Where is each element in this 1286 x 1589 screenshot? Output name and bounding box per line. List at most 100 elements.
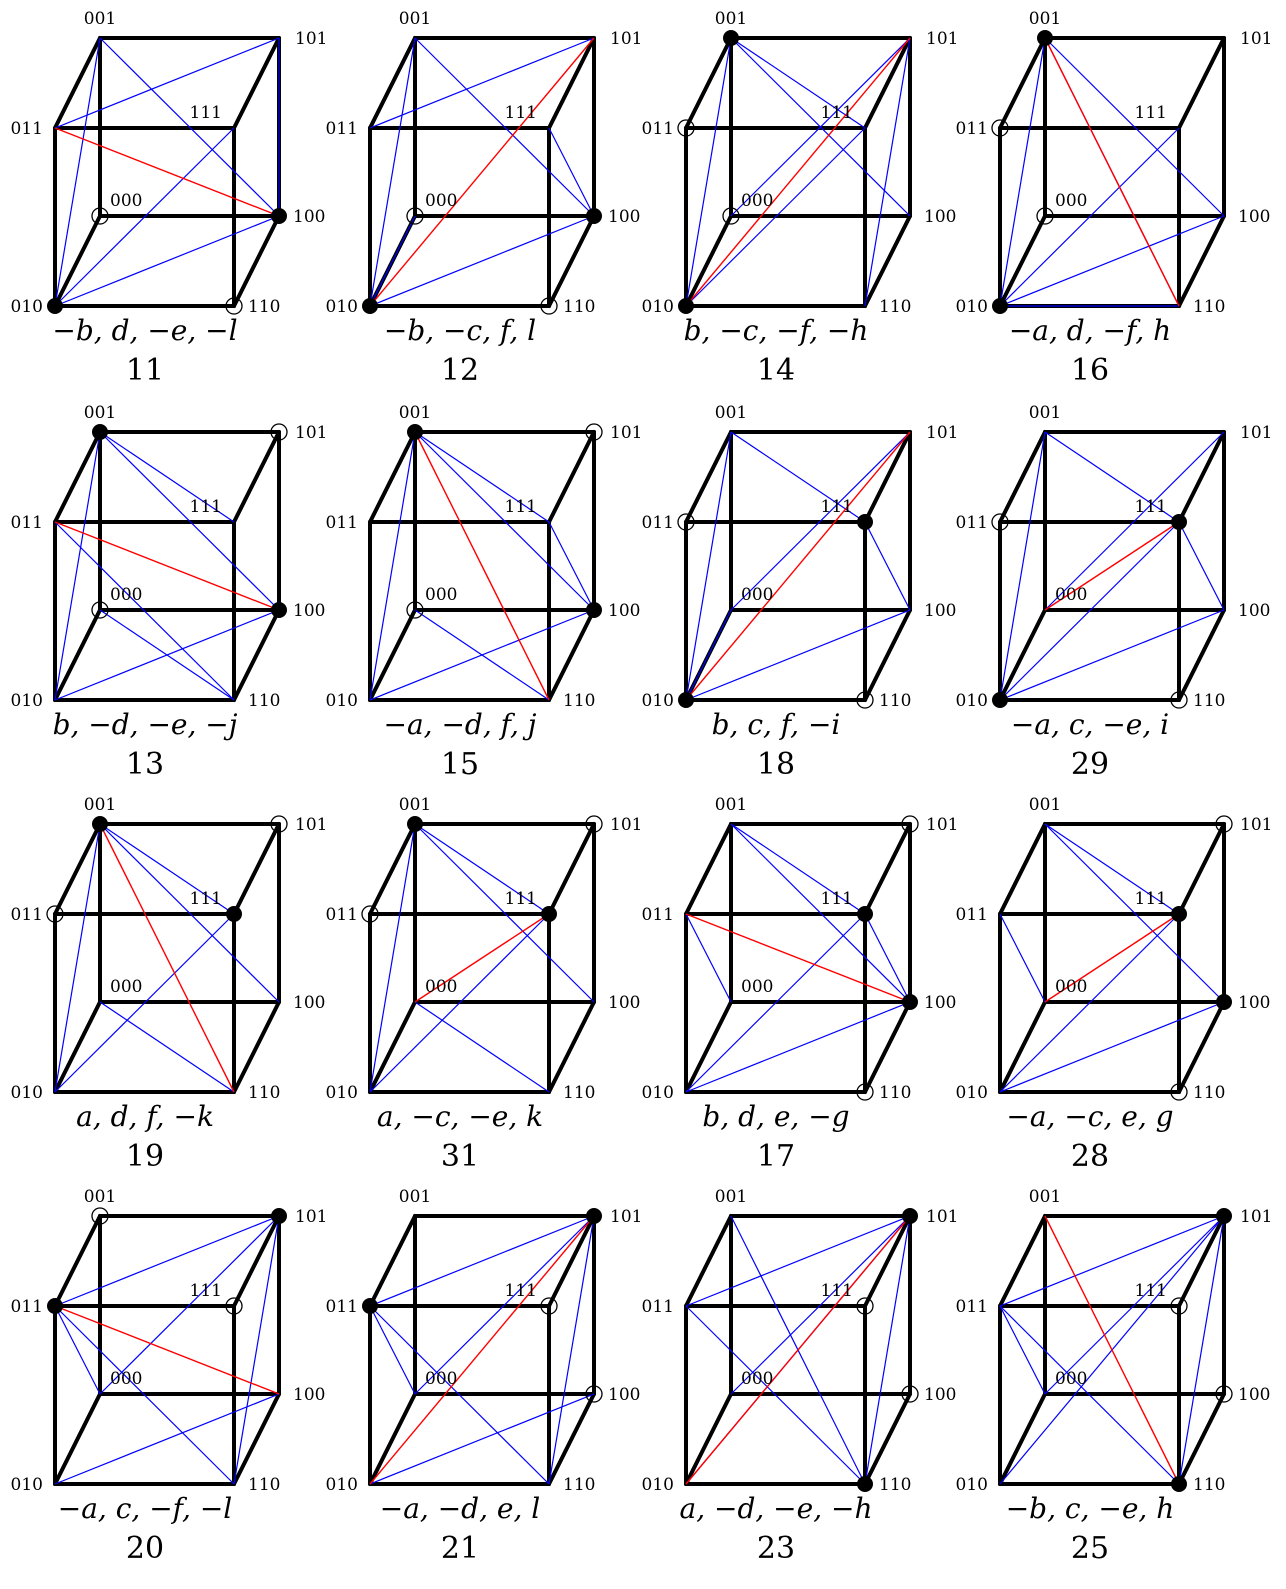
vertex-label: 110: [1193, 1475, 1225, 1495]
vertex-label: 010: [642, 1083, 674, 1103]
vertex-label: 110: [1193, 1083, 1225, 1103]
blue-diagonal: [864, 521, 911, 611]
blue-diagonal: [685, 1215, 911, 1307]
vertex-label: 000: [425, 191, 457, 211]
blue-diagonal: [999, 1215, 1225, 1307]
filled-vertex: [271, 602, 287, 618]
vertex-label: 101: [1240, 423, 1272, 443]
filled-vertex: [92, 424, 108, 440]
blue-diagonal: [99, 823, 235, 915]
panel-formula: a, −c, −e, k: [377, 1100, 543, 1133]
vertex-label: 110: [248, 691, 280, 711]
red-diagonal: [685, 1215, 911, 1485]
vertex-label: 010: [956, 1083, 988, 1103]
panel-number: 16: [1071, 353, 1109, 388]
blue-diagonal: [999, 913, 1180, 1093]
vertex-label: 001: [84, 1187, 116, 1207]
vertex-label: 001: [84, 403, 116, 423]
filled-vertex: [902, 994, 918, 1010]
blue-diagonal: [730, 37, 911, 217]
vertex-label: 011: [326, 905, 358, 925]
cube-edge: [1177, 1000, 1226, 1094]
blue-diagonal: [864, 37, 911, 307]
blue-diagonal: [54, 823, 101, 1093]
vertex-label: 011: [11, 1297, 43, 1317]
vertex-label: 111: [190, 1281, 222, 1301]
cube-edge: [368, 36, 417, 130]
vertex-label: 001: [715, 9, 747, 29]
blue-diagonal: [685, 609, 911, 701]
panel-number: 15: [441, 747, 479, 782]
cube-edge: [863, 1000, 912, 1094]
red-diagonal: [369, 1215, 595, 1485]
blue-diagonal: [999, 1001, 1225, 1093]
hollow-vertex: [1170, 1297, 1188, 1315]
blue-diagonal: [54, 1215, 280, 1307]
vertex-label: 011: [956, 513, 988, 533]
vertex-label: 001: [399, 795, 431, 815]
cube-edge: [53, 36, 102, 130]
filled-vertex: [857, 906, 873, 922]
cube-edge: [998, 214, 1047, 308]
blue-diagonal: [369, 215, 416, 307]
filled-vertex: [407, 816, 423, 832]
panel-formula: a, d, f, −k: [76, 1100, 214, 1133]
cube-edge: [998, 822, 1047, 916]
blue-diagonal: [414, 431, 550, 523]
vertex-label: 001: [1029, 1187, 1061, 1207]
vertex-label: 100: [1238, 207, 1270, 227]
cube-edge: [368, 1392, 417, 1486]
vertex-label: 001: [1029, 403, 1061, 423]
hollow-vertex: [1036, 207, 1054, 225]
panel-number: 28: [1071, 1139, 1109, 1174]
hollow-vertex: [856, 691, 874, 709]
filled-vertex: [92, 816, 108, 832]
cube-edge: [1177, 822, 1226, 916]
filled-vertex: [362, 298, 378, 314]
panel-formula: −a, c, −f, −l: [58, 1492, 232, 1525]
vertex-label: 110: [1193, 691, 1225, 711]
blue-diagonal: [99, 431, 280, 611]
hollow-vertex: [225, 297, 243, 315]
hollow-vertex: [991, 513, 1009, 531]
vertex-label: 101: [926, 423, 958, 443]
red-diagonal: [414, 913, 550, 1003]
cube-edge: [547, 822, 596, 916]
vertex-label: 100: [1238, 601, 1270, 621]
filled-vertex: [1216, 1208, 1232, 1224]
blue-diagonal: [685, 1001, 911, 1093]
filled-vertex: [678, 298, 694, 314]
filled-vertex: [1171, 1476, 1187, 1492]
cube-edge: [232, 608, 281, 702]
blue-diagonal: [369, 215, 595, 307]
cube-edge: [863, 1214, 912, 1308]
vertex-label: 101: [926, 1207, 958, 1227]
blue-diagonal: [369, 1305, 550, 1485]
blue-diagonal: [369, 1305, 416, 1395]
blue-diagonal: [369, 431, 416, 701]
vertex-label: 010: [326, 297, 358, 317]
hollow-vertex: [406, 601, 424, 619]
red-diagonal: [1044, 1215, 1180, 1485]
vertex-label: 111: [505, 103, 537, 123]
filled-vertex: [271, 1208, 287, 1224]
blue-diagonal: [548, 127, 595, 217]
red-diagonal: [1044, 37, 1180, 307]
vertex-label: 001: [715, 403, 747, 423]
blue-diagonal: [54, 1305, 101, 1395]
filled-vertex: [586, 208, 602, 224]
cube-edge: [232, 36, 281, 130]
vertex-label: 010: [956, 691, 988, 711]
cube-edge: [684, 214, 733, 308]
blue-diagonal: [999, 521, 1180, 701]
vertex-label: 001: [399, 9, 431, 29]
vertex-label: 001: [399, 403, 431, 423]
cube-edge: [232, 1000, 281, 1094]
blue-diagonal: [548, 1215, 595, 1485]
vertex-label: 100: [924, 601, 956, 621]
blue-diagonal: [1044, 823, 1225, 1003]
cube-edge: [368, 1000, 417, 1094]
